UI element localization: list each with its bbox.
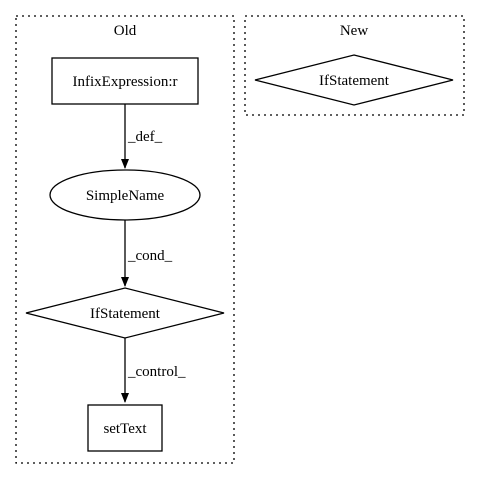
node-settext-box [87,404,163,452]
node-ifstatement-new: IfStatement [254,54,454,106]
node-infix-expression-label: InfixExpression:r [73,74,178,90]
cluster-old-label: Old [114,23,137,39]
cluster-old-border [15,15,235,464]
edge-control: _control_ [121,338,186,403]
node-ifstatement-new-diamond [254,54,454,106]
node-ifstatement-old: IfStatement [25,287,225,339]
node-simplename: SimpleName [49,169,201,221]
cluster-new: New [244,15,465,116]
edge-cond: _cond_ [121,220,173,287]
cluster-new-label: New [340,23,368,39]
edge-def: _def_ [121,104,163,169]
node-settext-label: setText [103,421,147,437]
node-ifstatement-old-label: IfStatement [90,306,161,322]
node-ifstatement-new-label: IfStatement [319,73,390,89]
edge-control-label: _control_ [127,364,186,380]
node-settext: setText [87,404,163,452]
edge-cond-label: _cond_ [127,248,173,264]
cluster-old: Old [15,15,235,464]
cluster-new-border [244,15,465,116]
edge-def-label: _def_ [127,129,163,145]
node-infix-expression: InfixExpression:r [51,57,199,105]
node-simplename-label: SimpleName [86,188,165,204]
